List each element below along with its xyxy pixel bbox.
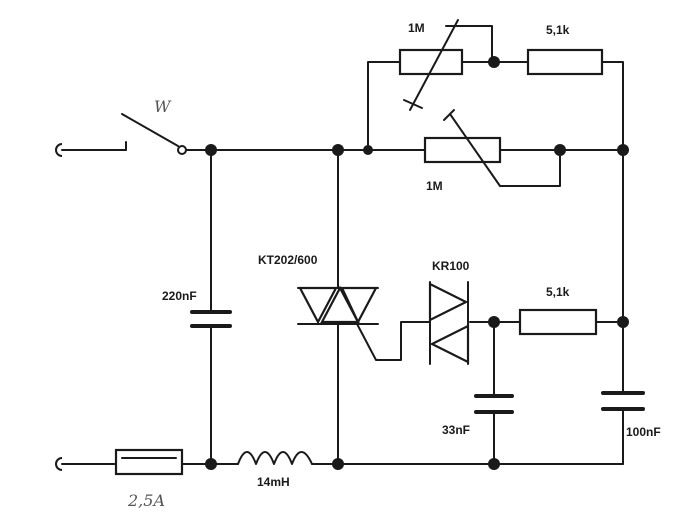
capacitor-220nf: 220nF	[162, 289, 232, 328]
terminal-bottom	[55, 457, 63, 471]
junction	[617, 316, 629, 328]
triac: KT202/600	[258, 253, 379, 325]
capacitor-33nf-label: 33nF	[442, 423, 470, 437]
res-top-label: 5,1k	[546, 23, 570, 37]
junction	[332, 144, 344, 156]
diac: KR100	[428, 259, 470, 365]
pot-mid-label: 1M	[426, 179, 443, 193]
junction	[488, 458, 500, 470]
fuse-label: 2,5A	[127, 491, 165, 510]
switch-label: W	[154, 97, 172, 116]
resistor-gate: 5,1k	[518, 285, 598, 336]
junction	[617, 144, 629, 156]
junction	[205, 144, 217, 156]
terminal-top	[55, 143, 63, 157]
potentiometer-mid: 1M	[423, 109, 561, 193]
resistor-top: 5,1k	[526, 23, 604, 76]
capacitor-100nf: 100nF	[601, 391, 661, 439]
potentiometer-top: 1M	[398, 19, 493, 111]
junction	[332, 458, 344, 470]
inductor-label: 14mH	[257, 475, 290, 489]
inductor: 14mH	[237, 451, 313, 489]
switch: W	[121, 97, 187, 155]
capacitor-33nf: 33nF	[442, 394, 514, 437]
wiring	[61, 61, 624, 465]
junction	[488, 56, 500, 68]
junction	[488, 316, 500, 328]
res-gate-label: 5,1k	[546, 285, 570, 299]
pot-top-label: 1M	[408, 21, 425, 35]
capacitor-220nf-label: 220nF	[162, 289, 197, 303]
junction	[554, 144, 566, 156]
fuse: 2,5A	[114, 448, 184, 510]
junctions	[205, 56, 629, 470]
triac-label: KT202/600	[258, 253, 318, 267]
capacitor-100nf-label: 100nF	[626, 425, 661, 439]
input-terminals	[55, 143, 63, 471]
junction	[205, 458, 217, 470]
diac-label: KR100	[432, 259, 470, 273]
junction	[363, 145, 373, 155]
